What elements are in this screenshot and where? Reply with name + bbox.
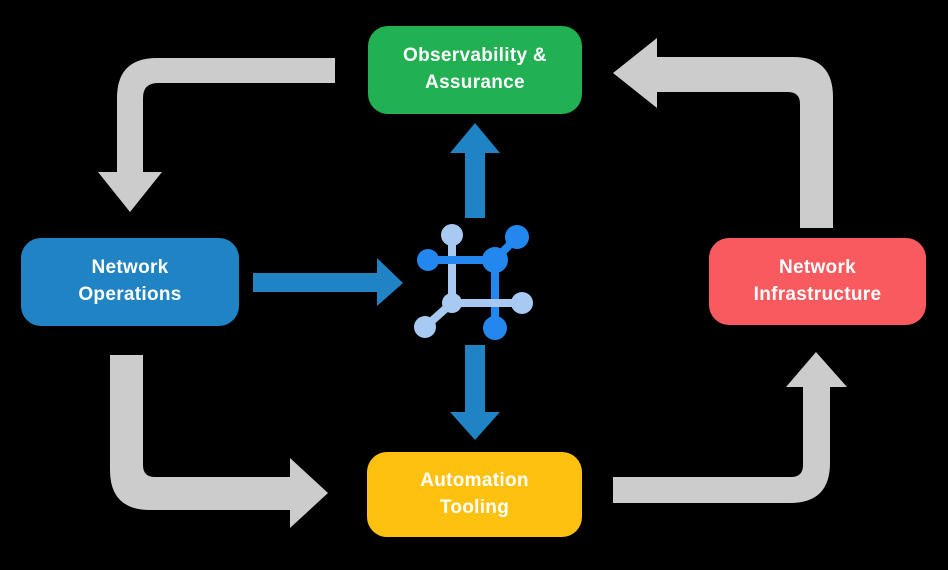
node-automation-tooling: Automation Tooling (367, 452, 582, 537)
arrow-operations-to-automation (110, 355, 328, 528)
node-automation-label: Automation Tooling (420, 469, 529, 518)
node-network-operations: Network Operations (21, 238, 239, 326)
node-infrastructure-label: Network Infrastructure (753, 256, 882, 305)
arrow-center-to-observability (450, 123, 500, 218)
arrow-infrastructure-to-observability (613, 38, 833, 228)
node-network-infrastructure: Network Infrastructure (709, 238, 926, 325)
node-observability-assurance: Observability & Assurance (368, 26, 582, 114)
node-observability-label: Observability & Assurance (403, 45, 547, 93)
arrow-observability-to-operations (98, 58, 335, 212)
arrow-center-to-automation (450, 345, 500, 440)
arrow-automation-to-infrastructure (613, 352, 847, 503)
arrow-operations-to-center (253, 258, 403, 306)
network-nodes-icon (414, 224, 533, 340)
node-operations-label: Network Operations (78, 257, 182, 305)
